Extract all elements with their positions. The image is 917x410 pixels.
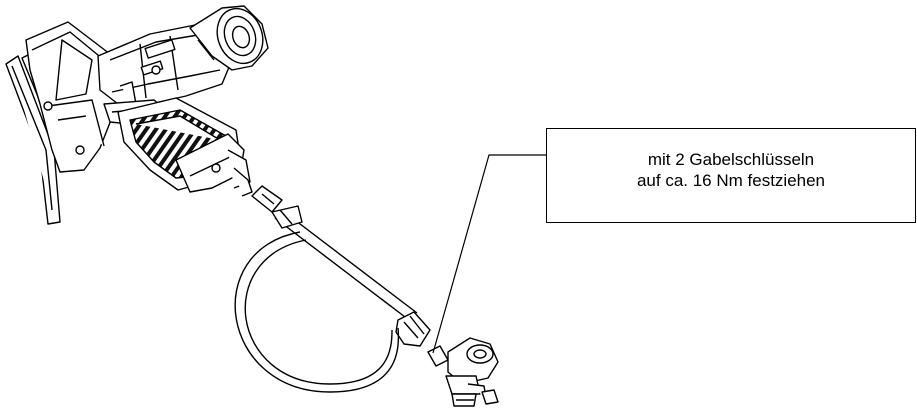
callout-line-2: auf ca. 16 Nm festziehen xyxy=(636,171,826,190)
hose-tube-coil xyxy=(234,231,400,393)
hose-assembly xyxy=(234,185,499,407)
hose-tube-straight xyxy=(274,210,418,321)
callout-leader-line xyxy=(432,154,549,354)
gun-nozzle xyxy=(189,5,269,71)
gun-barrel-body xyxy=(97,21,233,105)
pressure-regulator xyxy=(427,337,499,407)
spray-gun xyxy=(5,5,269,225)
callout-line-1: mit 2 Gabelschlüsseln xyxy=(647,150,815,169)
hose-fitting-lower xyxy=(395,311,431,347)
callout-box: mit 2 Gabelschlüsseln auf ca. 16 Nm fest… xyxy=(546,128,916,223)
gun-handle-connector xyxy=(175,133,253,197)
hose-fitting-upper xyxy=(251,185,303,229)
